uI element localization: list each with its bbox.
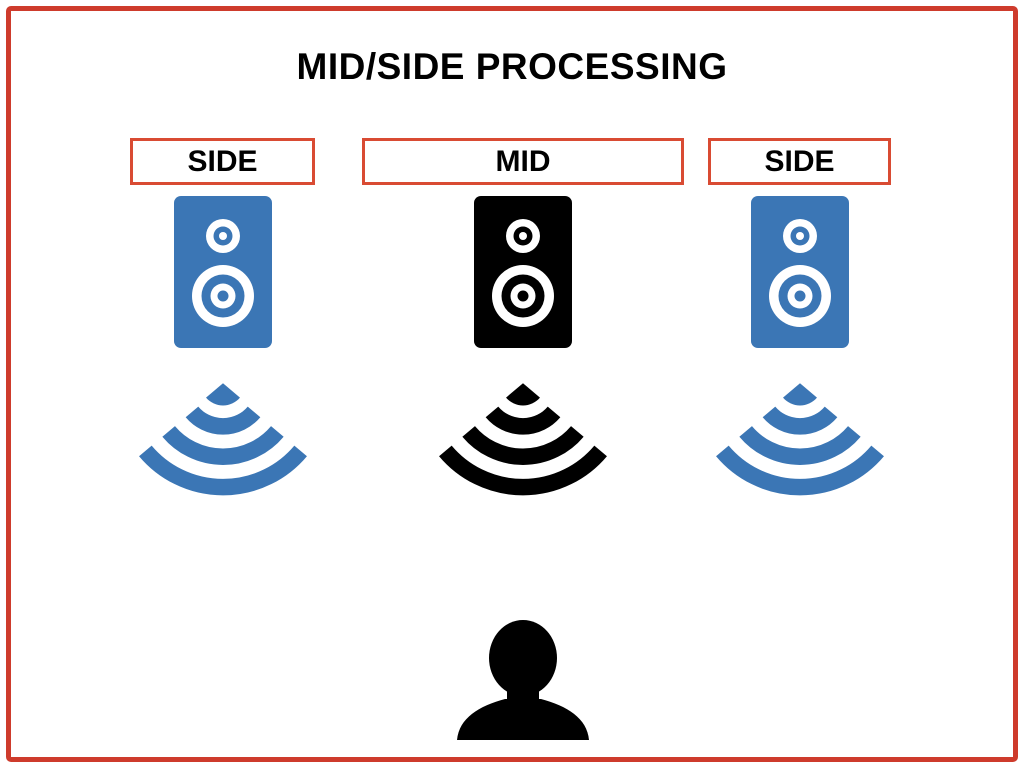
channel-side-right: SIDE — [708, 138, 891, 500]
channel-label-box: SIDE — [708, 138, 891, 185]
channel-label: MID — [495, 144, 551, 178]
person-silhouette-icon — [453, 620, 593, 740]
page-title: MID/SIDE PROCESSING — [296, 46, 728, 87]
sound-waves-icon — [705, 378, 895, 500]
channel-label-box: MID — [362, 138, 684, 185]
speaker-icon — [474, 196, 572, 348]
speaker-icon — [173, 196, 272, 348]
speaker-icon — [750, 196, 849, 348]
channel-label: SIDE — [187, 144, 258, 178]
sound-waves-icon — [128, 378, 318, 500]
channel-mid: MID — [362, 138, 684, 500]
channel-label-box: SIDE — [130, 138, 315, 185]
channel-side-left: SIDE — [130, 138, 315, 500]
channel-label: SIDE — [764, 144, 835, 178]
sound-waves-icon — [428, 378, 618, 500]
